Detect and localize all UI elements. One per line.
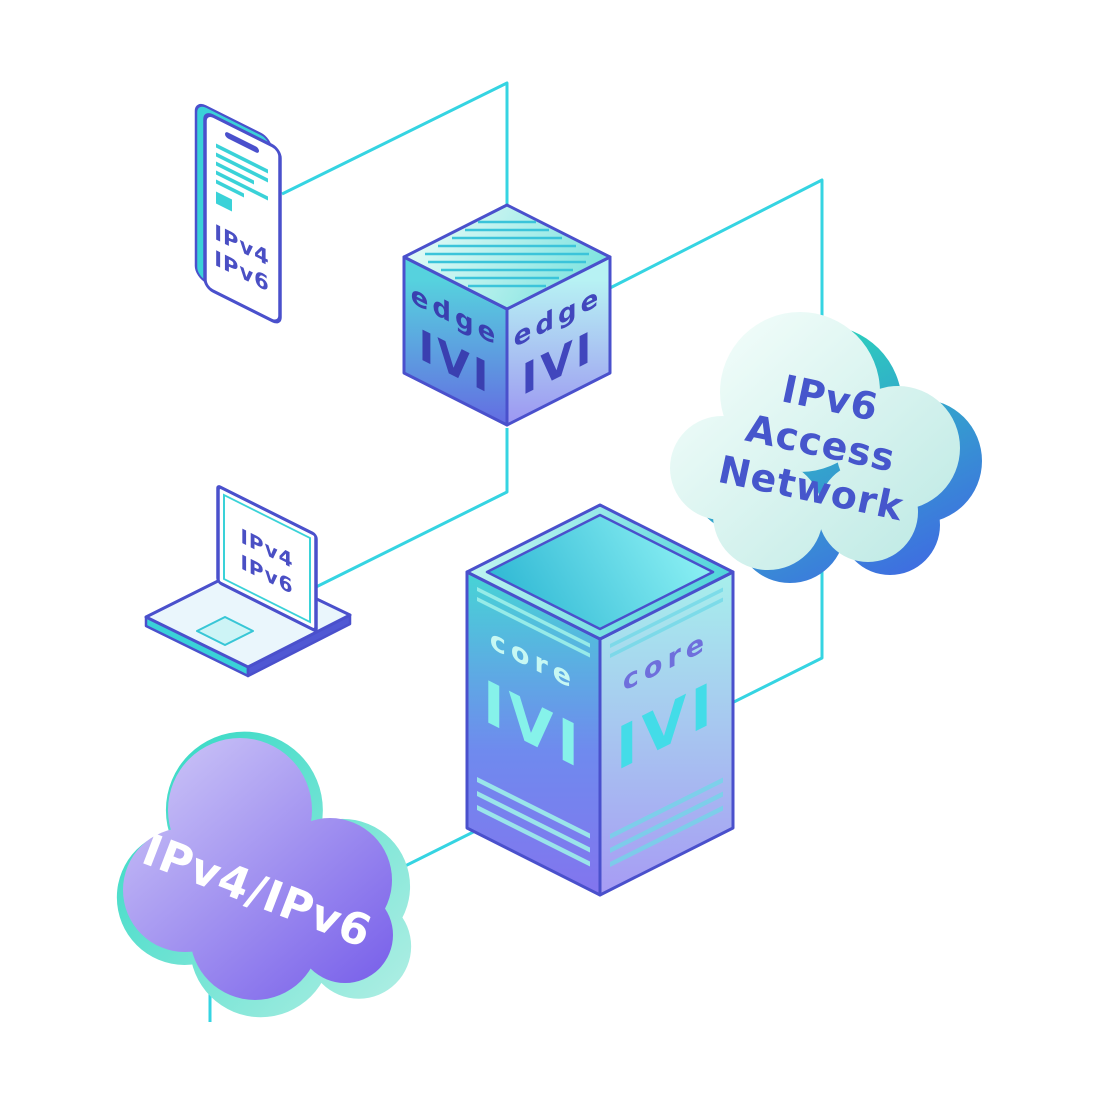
connector-phone-to-edge xyxy=(281,81,509,212)
core-right-stripes xyxy=(610,587,723,868)
ipv4-ipv6-cloud: IPv4/IPv6 xyxy=(116,731,412,1018)
phone-screen-pattern xyxy=(216,143,268,212)
edge-router-top-face xyxy=(402,203,612,311)
ipv6-access-cloud: IPv6 Access Network xyxy=(670,312,982,584)
core-left-stripes xyxy=(477,586,590,867)
edge-router-top-pattern xyxy=(425,220,589,288)
laptop-screen-bezel xyxy=(223,493,311,624)
phone: IPv4 IPv6 xyxy=(194,103,282,324)
edge-router: edge IVI edge IVI xyxy=(402,203,612,427)
core-router-top-inner xyxy=(485,513,715,631)
core-router: core IVI core IVI xyxy=(465,503,735,897)
laptop: IPv4 IPv6 xyxy=(144,485,352,678)
connector-edge-to-laptop xyxy=(313,428,509,590)
laptop-screen xyxy=(216,485,318,632)
phone-speaker xyxy=(225,132,259,153)
laptop-trackpad xyxy=(196,616,254,646)
